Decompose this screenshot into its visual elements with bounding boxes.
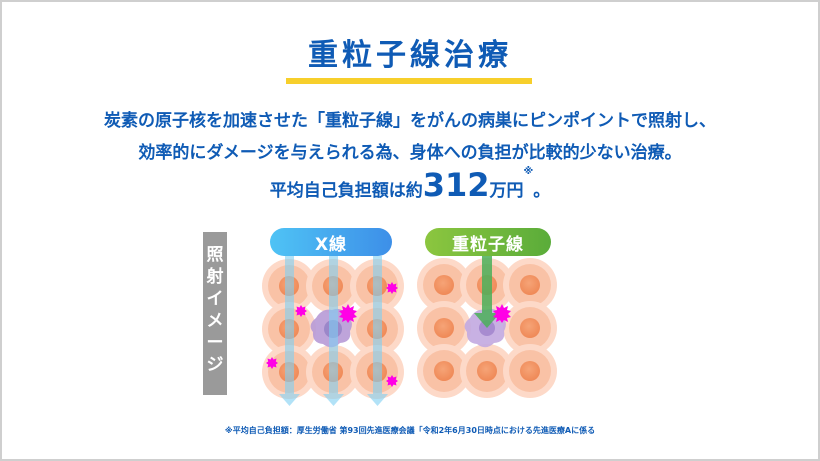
- cost-note-mark: ※: [523, 166, 534, 177]
- heavy-particle-label: 重粒子線: [425, 228, 551, 256]
- description-line-2: 効率的にダメージを与えられる為、身体への負担が比較的少ない治療。: [138, 143, 682, 163]
- side-label-char: 射: [206, 267, 224, 287]
- side-label-char: メ: [206, 311, 224, 331]
- page-title: 重粒子線治療: [308, 38, 512, 73]
- xray-label: X線: [270, 228, 392, 256]
- xray-beams: [279, 256, 388, 406]
- description-line-1: 炭素の原子核を加速させた「重粒子線」をがんの病巣にピンポイントで照射し、: [104, 111, 716, 131]
- side-label-char: ー: [206, 333, 224, 353]
- side-label-char: イ: [206, 289, 224, 309]
- side-label-char: 照: [206, 245, 224, 265]
- cost-unit: 万円: [489, 181, 524, 201]
- side-label-char: ジ: [206, 355, 224, 375]
- irradiation-image-label: 照 射 イ メ ー ジ: [203, 232, 227, 395]
- title-underline: [286, 78, 532, 84]
- cost-suffix: 。: [533, 181, 551, 201]
- footnote: ※平均自己負担額：厚生労働省 第93回先進医療会議「令和2年6月30日時点におけ…: [224, 426, 596, 435]
- cost-prefix: 平均自己負担額は約: [269, 181, 423, 201]
